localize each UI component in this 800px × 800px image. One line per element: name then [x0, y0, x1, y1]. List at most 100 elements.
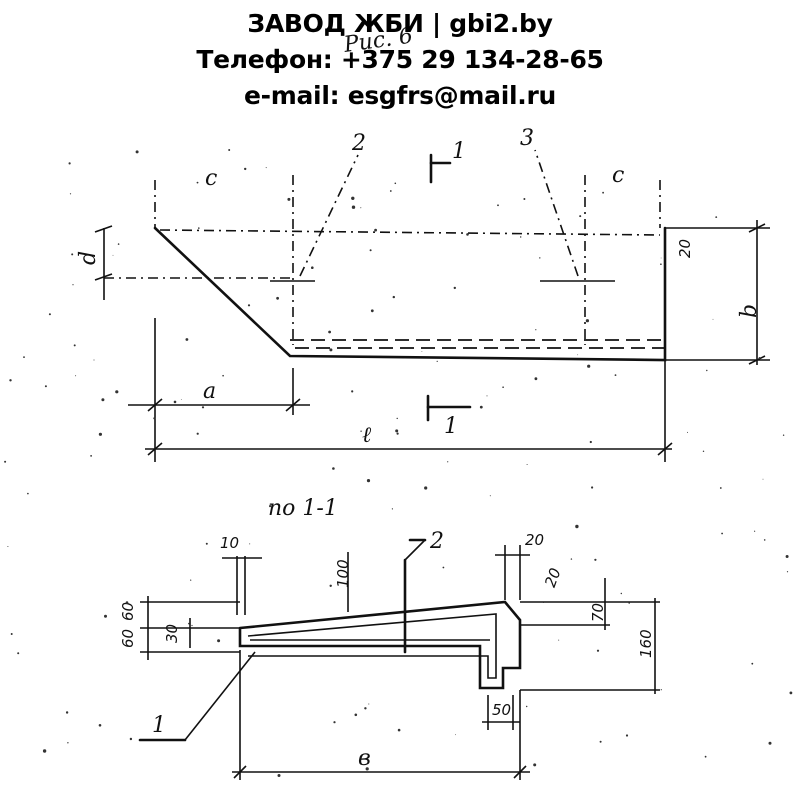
scan-speck	[768, 741, 772, 745]
scan-speck	[721, 532, 723, 535]
scan-speck	[421, 351, 423, 352]
scan-speck	[370, 309, 374, 313]
scan-speck	[570, 558, 573, 560]
scan-speck	[628, 602, 630, 604]
section-dim-100: 100	[334, 559, 352, 588]
plan-label-c-right: c	[612, 163, 624, 188]
scan-speck	[436, 360, 438, 362]
scan-speck	[589, 440, 592, 444]
section-dim-50: 50	[492, 701, 511, 719]
scan-speck	[329, 348, 333, 352]
scan-speck	[351, 196, 355, 200]
scan-speck	[785, 555, 789, 558]
plan-label-d: d	[76, 251, 101, 265]
scan-speck	[333, 721, 336, 724]
scan-speck	[311, 266, 314, 270]
scan-speck	[180, 399, 182, 400]
scan-speck	[539, 257, 541, 259]
scan-speck	[523, 198, 526, 200]
scan-speck	[173, 400, 177, 404]
scan-speck	[287, 197, 291, 201]
scan-speck	[10, 633, 13, 635]
header-email: e-mail: esgfrs@mail.ru	[244, 81, 556, 110]
scan-speck	[712, 318, 714, 320]
scan-speck	[90, 455, 92, 457]
scan-speck	[69, 193, 72, 195]
scan-speck	[447, 461, 449, 463]
scan-speck	[196, 181, 199, 184]
scan-speck	[786, 571, 789, 573]
scan-speck	[575, 524, 579, 529]
scan-speck	[196, 432, 199, 435]
scan-speck	[332, 467, 335, 470]
scan-speck	[68, 162, 71, 165]
section-view: по 1-1 2 100 10 60 60 30 20 20	[119, 496, 660, 780]
scan-speck	[104, 614, 107, 618]
scan-speck	[442, 566, 445, 569]
scan-speck	[374, 228, 377, 232]
plan-label-c-left: c	[205, 166, 217, 191]
scan-speck	[702, 450, 705, 452]
scan-speck	[247, 304, 251, 307]
plan-leader-3	[534, 149, 579, 277]
scan-speck	[687, 431, 688, 433]
scan-speck	[625, 734, 629, 737]
scan-speck	[7, 546, 9, 547]
scan-speck	[71, 253, 74, 256]
scan-speck	[526, 705, 528, 708]
scan-speck	[73, 344, 76, 347]
scan-speck	[754, 530, 756, 532]
scan-speck	[396, 432, 399, 435]
scan-speck	[394, 182, 397, 185]
scan-speck	[4, 460, 7, 463]
plan-section-mark-top-label: 1	[452, 139, 466, 164]
section-callout-2: 2	[429, 529, 444, 554]
scan-speck	[520, 236, 522, 238]
scan-speck	[789, 691, 793, 695]
scan-speck	[455, 734, 456, 736]
scan-speck	[205, 542, 208, 545]
scan-speck	[265, 167, 267, 169]
plan-top-dashdot-line	[159, 229, 661, 236]
scan-speck	[101, 398, 105, 402]
scan-speck	[364, 707, 367, 710]
scan-speck	[397, 728, 401, 732]
scan-speck	[93, 359, 95, 361]
scan-speck	[185, 338, 189, 341]
scan-speck	[453, 286, 456, 290]
scan-speck	[9, 379, 12, 382]
scan-speck	[44, 385, 47, 388]
scan-speck	[360, 207, 362, 209]
plan-label-b: b	[737, 304, 762, 318]
scan-speck	[17, 652, 20, 655]
scan-speck	[112, 254, 114, 256]
section-callout-1: 1	[152, 713, 166, 738]
scan-speck	[365, 767, 369, 771]
scan-speck	[395, 429, 399, 433]
scan-speck	[329, 584, 332, 587]
section-dim-70: 70	[589, 603, 607, 622]
plan-view: Рис. 6 2 3 1 c c d	[76, 24, 770, 462]
scan-speck	[48, 313, 51, 316]
scan-speck	[328, 330, 331, 334]
scan-speck	[217, 639, 221, 643]
scan-speck	[135, 150, 139, 154]
scan-speck	[533, 763, 537, 767]
scan-speck	[758, 357, 761, 359]
scan-speck	[67, 742, 69, 744]
section-title: по 1-1	[268, 496, 338, 521]
scan-speck	[535, 329, 537, 331]
section-outline	[238, 600, 522, 690]
scan-speck	[706, 369, 708, 372]
scan-speck	[389, 190, 392, 192]
scan-speck	[466, 233, 469, 236]
scan-speck	[620, 592, 622, 595]
scan-speck	[23, 356, 25, 358]
scan-speck	[396, 417, 398, 420]
scan-speck	[534, 377, 538, 381]
scan-speck	[591, 486, 594, 489]
scan-speck	[117, 243, 120, 245]
scan-speck	[762, 478, 764, 480]
scan-speck	[577, 354, 579, 356]
